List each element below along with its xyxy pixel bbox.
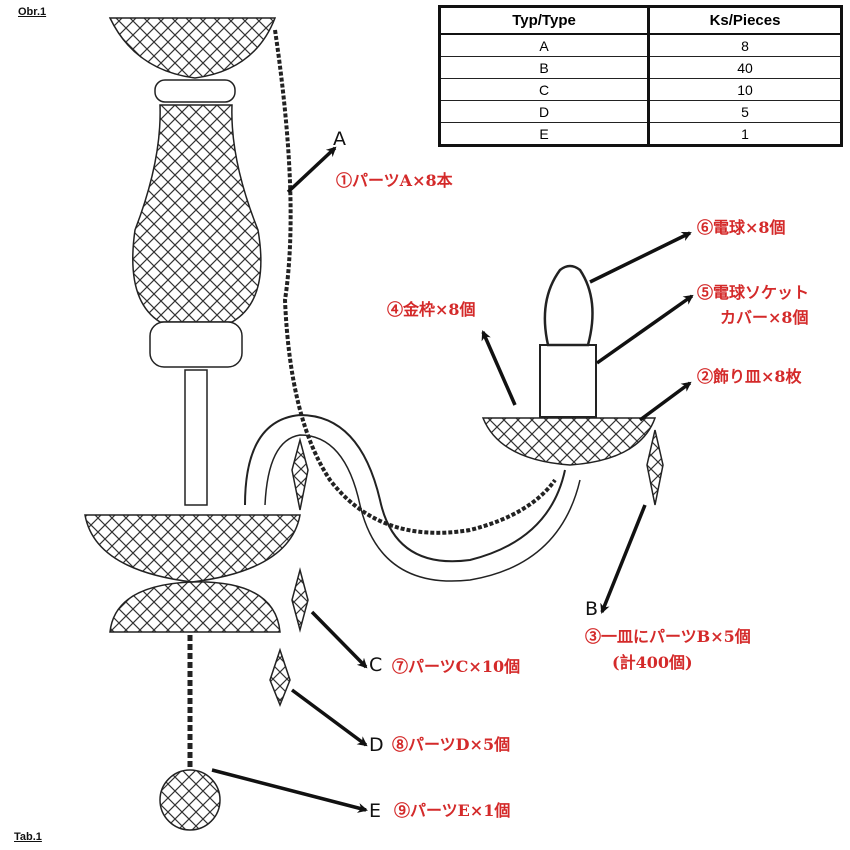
header-type: Typ/Type [438,6,651,35]
letter-d: D [369,734,384,756]
arrow-6 [589,231,692,284]
label-bulb: ⑥電球×8個 [697,218,786,237]
label-decor-dish: ②飾り皿×8枚 [697,367,802,386]
label-part-c: ⑦パーツC×10個 [392,657,521,676]
letter-b: B [585,598,599,620]
label-part-b-total: (計400個) [612,653,693,672]
arrow-a [286,146,337,194]
arm [244,413,566,563]
pendant-c [291,437,309,511]
bobeche-bowl [481,417,657,466]
arrow-5 [595,294,694,365]
letter-c: C [369,654,383,676]
pendant-e [159,769,221,831]
arrow-e [211,768,368,813]
socket-cover [539,344,597,418]
arrow-b [600,504,647,614]
arrow-d [290,688,368,747]
pieces-cell: 1 [648,122,842,146]
type-cell: E [438,122,651,146]
bulb [543,264,594,347]
label-socket-cover-sub: カバー×8個 [720,308,809,327]
pendant-b [646,429,664,506]
label-metal-frame: ④金枠×8個 [387,300,476,319]
table-header-row: Typ/Type Ks/Pieces [438,6,842,35]
label-part-b: ③一皿にパーツB×5個 [585,627,751,646]
lower-dish-top [84,514,301,583]
pendant-d [269,647,291,708]
arrow-c [310,610,368,669]
label-socket-cover: ⑤電球ソケット [697,283,810,302]
letter-e: E [369,800,382,822]
label-part-d: ⑧パーツD×5個 [392,735,511,754]
lower-dish-bottom [109,581,281,633]
vase-body [132,104,262,323]
figure-ref: Obr.1 [18,6,47,18]
arrow-4 [481,330,517,406]
pendant-c [291,567,309,633]
label-part-a: ①パーツA×8本 [336,171,453,190]
header-pieces: Ks/Pieces [648,6,842,35]
label-part-e: ⑨パーツE×1個 [394,801,511,820]
letter-a: A [333,128,346,150]
top-canopy [108,17,277,79]
table-ref: Tab.1 [14,831,42,843]
arrow-2 [638,381,692,422]
chain-a [273,29,557,535]
